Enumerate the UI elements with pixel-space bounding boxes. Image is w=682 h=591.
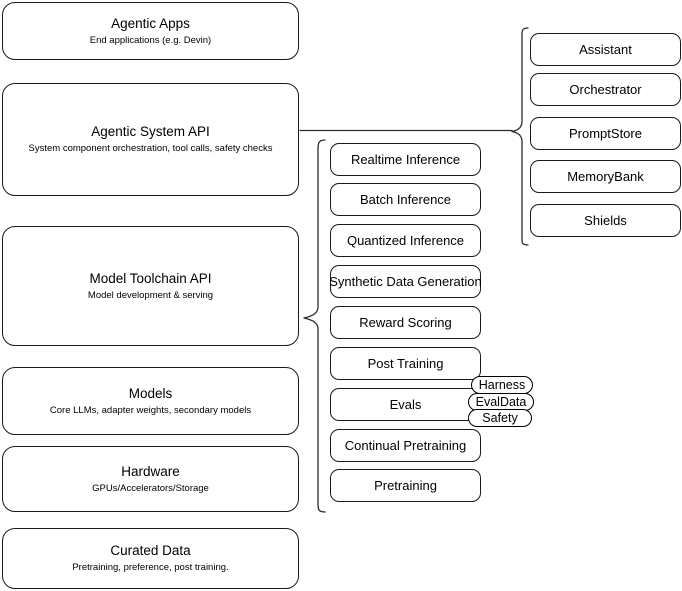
agentic-item-promptstore[interactable]: PromptStore xyxy=(530,117,681,150)
layer-box-agentic-apps[interactable]: Agentic Apps End applications (e.g. Devi… xyxy=(2,2,299,60)
eval-badge-safety[interactable]: Safety xyxy=(468,409,532,427)
item-label: Continual Pretraining xyxy=(344,437,467,453)
toolchain-item-reward-scoring[interactable]: Reward Scoring xyxy=(330,306,481,339)
layer-title: Model Toolchain API xyxy=(89,270,212,286)
item-label: Pretraining xyxy=(374,477,437,493)
layer-subtitle: Model development & serving xyxy=(87,289,214,301)
item-label: Quantized Inference xyxy=(346,232,465,248)
toolchain-item-pretraining[interactable]: Pretraining xyxy=(330,469,481,502)
agentic-item-orchestrator[interactable]: Orchestrator xyxy=(530,73,681,106)
toolchain-item-realtime-inference[interactable]: Realtime Inference xyxy=(330,143,481,176)
item-label: Assistant xyxy=(579,41,632,57)
eval-badge-harness[interactable]: Harness xyxy=(471,376,533,394)
item-label: MemoryBank xyxy=(567,168,644,184)
layer-subtitle: Pretraining, preference, post training. xyxy=(72,562,229,573)
brace-toolchain-components xyxy=(303,139,326,513)
item-label: Synthetic Data Generation xyxy=(329,273,482,289)
item-label: PromptStore xyxy=(569,125,642,141)
layer-title: Curated Data xyxy=(110,543,191,558)
toolchain-item-evals[interactable]: Evals xyxy=(330,388,481,421)
toolchain-item-batch-inference[interactable]: Batch Inference xyxy=(330,183,481,216)
badge-label: Harness xyxy=(478,378,526,392)
agentic-item-assistant[interactable]: Assistant xyxy=(530,33,681,66)
item-label: Realtime Inference xyxy=(350,151,461,167)
layer-title: Models xyxy=(128,385,173,401)
item-label: Reward Scoring xyxy=(359,314,452,330)
layer-box-model-toolchain-api[interactable]: Model Toolchain API Model development & … xyxy=(2,226,299,346)
agentic-item-memorybank[interactable]: MemoryBank xyxy=(530,160,681,193)
layer-title: Agentic Apps xyxy=(111,15,190,31)
layer-box-hardware[interactable]: Hardware GPUs/Accelerators/Storage xyxy=(2,446,299,512)
item-label: Post Training xyxy=(367,355,444,371)
agentic-item-shields[interactable]: Shields xyxy=(530,204,681,237)
item-label: Batch Inference xyxy=(359,191,452,207)
layer-subtitle: System component orchestration, tool cal… xyxy=(28,143,273,154)
layer-subtitle: GPUs/Accelerators/Storage xyxy=(92,482,209,494)
layer-box-agentic-system-api[interactable]: Agentic System API System component orch… xyxy=(2,83,299,196)
layer-subtitle: End applications (e.g. Devin) xyxy=(89,34,212,46)
item-label: Shields xyxy=(584,212,627,228)
layer-title: Agentic System API xyxy=(91,124,210,139)
item-label: Evals xyxy=(389,396,422,412)
toolchain-item-quantized-inference[interactable]: Quantized Inference xyxy=(330,224,481,257)
layer-box-curated-data[interactable]: Curated Data Pretraining, preference, po… xyxy=(2,528,299,589)
toolchain-item-continual-pretraining[interactable]: Continual Pretraining xyxy=(330,429,481,462)
badge-label: Safety xyxy=(482,411,518,425)
item-label: Orchestrator xyxy=(569,81,642,97)
layer-subtitle: Core LLMs, adapter weights, secondary mo… xyxy=(49,404,252,416)
layer-title: Hardware xyxy=(121,463,180,479)
toolchain-item-synthetic-data-generation[interactable]: Synthetic Data Generation xyxy=(329,265,482,298)
toolchain-item-post-training[interactable]: Post Training xyxy=(330,347,481,380)
badge-label: EvalData xyxy=(475,395,527,409)
brace-agentic-components xyxy=(511,27,529,246)
layer-box-models[interactable]: Models Core LLMs, adapter weights, secon… xyxy=(2,367,299,435)
